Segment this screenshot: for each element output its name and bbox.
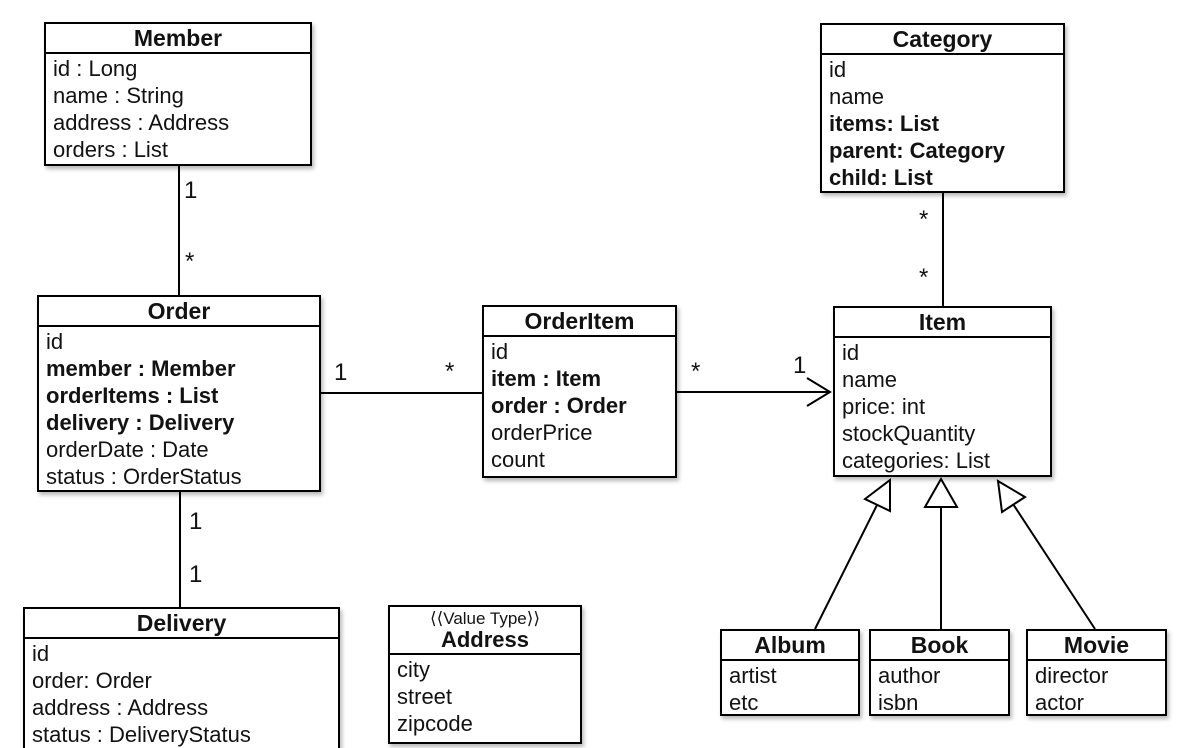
class-attribute: actor bbox=[1035, 690, 1084, 715]
class-attribute: id bbox=[842, 340, 860, 365]
class-box-order: Order id member : Member orderItems : Li… bbox=[37, 295, 321, 492]
class-attribute: order: Order bbox=[32, 668, 152, 693]
inheritance-triangle-icon bbox=[996, 479, 1027, 514]
multiplicity-label: * bbox=[691, 358, 701, 385]
class-attributes-orderitem: id item : Item order : Order orderPrice … bbox=[484, 337, 675, 473]
multiplicity-label: * bbox=[445, 358, 455, 385]
inheritance-triangle-icon bbox=[863, 477, 891, 513]
class-title-movie: Movie bbox=[1028, 631, 1165, 661]
class-box-address: ⟨⟨Value Type⟩⟩ Address city street zipco… bbox=[388, 605, 582, 744]
class-attribute: orderDate : Date bbox=[46, 437, 209, 462]
class-attributes-movie: director actor bbox=[1028, 661, 1165, 716]
class-attribute: price: int bbox=[842, 394, 926, 419]
class-attribute: director bbox=[1035, 663, 1109, 688]
class-attribute: zipcode bbox=[397, 711, 473, 736]
multiplicity-label: * bbox=[185, 248, 195, 275]
inheritance-triangle-icon bbox=[923, 476, 959, 508]
multiplicity-label: 1 bbox=[793, 352, 807, 379]
class-attributes-category: id name items: List parent: Category chi… bbox=[822, 55, 1063, 191]
class-attributes-delivery: id order: Order address : Address status… bbox=[25, 639, 338, 748]
class-attribute: order : Order bbox=[491, 393, 627, 418]
class-attribute: count bbox=[491, 447, 545, 472]
class-attribute: id bbox=[829, 57, 847, 82]
class-box-album: Album artist etc bbox=[720, 629, 860, 716]
class-attribute: isbn bbox=[878, 690, 919, 715]
class-attribute: id bbox=[491, 339, 509, 364]
class-box-member: Member id : Long name : String address :… bbox=[44, 22, 312, 166]
class-attribute: author bbox=[878, 663, 941, 688]
class-title-category: Category bbox=[822, 25, 1063, 55]
multiplicity-label: 1 bbox=[334, 359, 348, 386]
multiplicity-label: * bbox=[919, 206, 929, 233]
class-title-delivery: Delivery bbox=[25, 609, 338, 639]
class-box-book: Book author isbn bbox=[869, 629, 1010, 716]
class-attribute: categories: List bbox=[842, 448, 990, 473]
open-arrowhead-icon bbox=[806, 377, 832, 407]
class-attribute: id bbox=[46, 329, 64, 354]
class-attributes-book: author isbn bbox=[871, 661, 1008, 716]
multiplicity-label: 1 bbox=[189, 508, 203, 535]
class-attribute: artist bbox=[729, 663, 777, 688]
class-attribute: name bbox=[842, 367, 898, 392]
class-attribute: etc bbox=[729, 690, 759, 715]
class-box-orderitem: OrderItem id item : Item order : Order o… bbox=[482, 305, 677, 478]
class-title-item: Item bbox=[835, 308, 1050, 338]
class-attribute: name bbox=[829, 84, 885, 109]
class-attribute: stockQuantity bbox=[842, 421, 976, 446]
multiplicity-label: 1 bbox=[189, 561, 203, 588]
class-title-orderitem: OrderItem bbox=[484, 307, 675, 337]
class-attribute: orderItems : List bbox=[46, 383, 219, 408]
class-attributes-member: id : Long name : String address : Addres… bbox=[46, 54, 310, 163]
class-attributes-address: city street zipcode bbox=[390, 655, 580, 737]
class-attribute: id : Long bbox=[53, 56, 138, 81]
generalization-movie-item bbox=[1012, 503, 1096, 630]
class-attribute: member : Member bbox=[46, 356, 236, 381]
class-attributes-album: artist etc bbox=[722, 661, 858, 716]
class-attribute: parent: Category bbox=[829, 138, 1006, 163]
class-name-address: Address bbox=[440, 627, 530, 652]
class-attribute: city bbox=[397, 657, 430, 682]
class-attribute: items: List bbox=[829, 111, 940, 136]
class-attribute: status : DeliveryStatus bbox=[32, 722, 251, 747]
class-title-order: Order bbox=[39, 297, 319, 327]
multiplicity-label: * bbox=[919, 264, 929, 291]
class-attribute: address : Address bbox=[32, 695, 209, 720]
class-title-address: ⟨⟨Value Type⟩⟩ Address bbox=[390, 607, 580, 655]
class-attribute: street bbox=[397, 684, 453, 709]
generalization-album-item bbox=[814, 504, 878, 630]
class-attribute: address : Address bbox=[53, 110, 230, 135]
class-attribute: orderPrice bbox=[491, 420, 593, 445]
class-attribute: name : String bbox=[53, 83, 184, 108]
class-attributes-order: id member : Member orderItems : List del… bbox=[39, 327, 319, 490]
class-attribute: id bbox=[32, 641, 50, 666]
class-box-category: Category id name items: List parent: Cat… bbox=[820, 23, 1065, 193]
class-box-movie: Movie director actor bbox=[1026, 629, 1167, 716]
class-attribute: delivery : Delivery bbox=[46, 410, 235, 435]
class-attribute: child: List bbox=[829, 165, 933, 190]
class-attribute: item : Item bbox=[491, 366, 602, 391]
multiplicity-label: 1 bbox=[184, 177, 198, 204]
class-attributes-item: id name price: int stockQuantity categor… bbox=[835, 338, 1050, 474]
stereotype-label: ⟨⟨Value Type⟩⟩ bbox=[429, 609, 541, 628]
class-attribute: status : OrderStatus bbox=[46, 464, 242, 489]
class-attribute: orders : List bbox=[53, 137, 168, 162]
class-box-item: Item id name price: int stockQuantity ca… bbox=[833, 306, 1052, 477]
class-title-book: Book bbox=[871, 631, 1008, 661]
class-box-delivery: Delivery id order: Order address : Addre… bbox=[23, 607, 340, 748]
class-title-album: Album bbox=[722, 631, 858, 661]
class-title-member: Member bbox=[46, 24, 310, 54]
